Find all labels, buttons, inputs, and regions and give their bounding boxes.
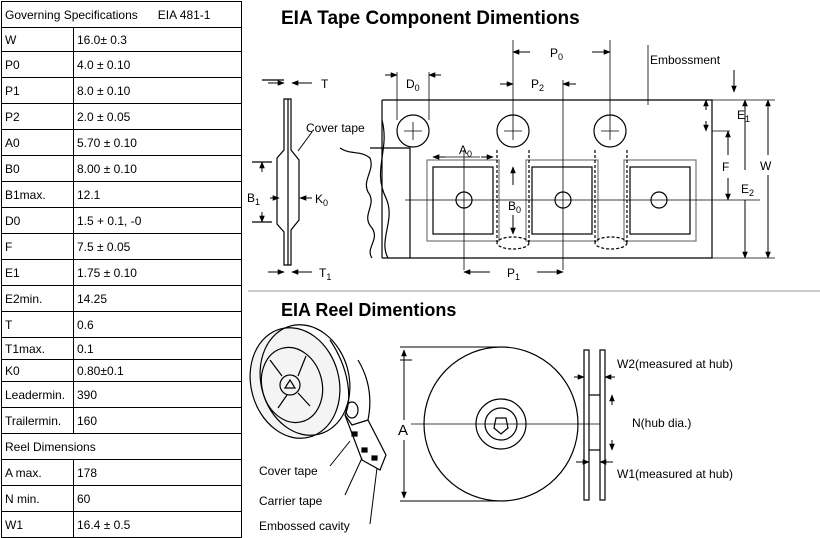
tape-centerlines (396, 40, 775, 270)
tape-T1-label: T1 (319, 266, 331, 282)
tape-diagram-title: EIA Tape Component Dimentions (281, 8, 580, 29)
reel-3d-illustration (249, 324, 387, 471)
param-name-cell: K0 (1, 359, 74, 382)
param-value-cell: 12.1 (73, 181, 242, 208)
param-name-cell: B1max. (1, 181, 74, 208)
table-row: Leadermin.390 (1, 381, 242, 408)
tape-W-label: W (760, 159, 772, 173)
param-name-cell: P0 (1, 51, 74, 78)
reel-front-view (411, 346, 600, 502)
tape-P0-label: P0 (550, 46, 563, 62)
param-value-cell: 8.00 ± 0.10 (73, 155, 242, 182)
param-name-cell: P1 (1, 77, 74, 104)
reel-w2-label: W2(measured at hub) (617, 357, 733, 371)
table-row: A max.178 (1, 459, 242, 486)
tape-cover-tape-label: Cover tape (306, 121, 365, 135)
reel-embossed-cavity-label: Embossed cavity (259, 519, 350, 533)
param-value-cell: 8.0 ± 0.10 (73, 77, 242, 104)
tape-P2-label: P2 (531, 77, 544, 93)
reel-cover-tape-label: Cover tape (259, 464, 318, 478)
reel-diagram-title: EIA Reel Dimentions (281, 300, 457, 320)
param-value-cell: 160 (73, 407, 242, 434)
tape-E2-label: E2 (741, 182, 754, 198)
governing-spec-label: Governing Specifications (5, 7, 138, 22)
reel-dimensions-heading: Reel Dimensions (1, 433, 242, 460)
reel-w1-label: W1(measured at hub) (617, 467, 733, 481)
tape-E1-label: E1 (737, 108, 750, 124)
tape-top-view (339, 99, 713, 259)
reel-A-label: A (398, 422, 408, 439)
param-value-cell: 1.5 + 0.1, -0 (73, 207, 242, 234)
tape-F-label: F (722, 160, 729, 174)
param-name-cell: A0 (1, 129, 74, 156)
param-value-cell: 16.0± 0.3 (73, 27, 242, 52)
param-name-cell: Trailermin. (1, 407, 74, 434)
param-name-cell: P2 (1, 103, 74, 130)
table-header-row: Governing Specifications EIA 481-1 (1, 1, 242, 28)
param-name-cell: Leadermin. (1, 381, 74, 408)
governing-spec-standard: EIA 481-1 (157, 7, 211, 22)
reel-carrier-tape-label: Carrier tape (259, 494, 323, 508)
param-name-cell: E1 (1, 259, 74, 286)
table-row: E2min.14.25 (1, 285, 242, 312)
param-name-cell: N min. (1, 485, 74, 512)
tape-K0-label: K0 (315, 192, 328, 208)
table-header-cell: Governing Specifications EIA 481-1 (1, 1, 242, 28)
tape-A0-label: A0 (459, 143, 472, 159)
param-name-cell: W1 (1, 511, 74, 538)
param-name-cell: B0 (1, 155, 74, 182)
param-value-cell: 7.5 ± 0.05 (73, 233, 242, 260)
param-value-cell: 2.0 ± 0.05 (73, 103, 242, 130)
tape-side-view (252, 79, 300, 266)
tape-T-label: T (321, 77, 329, 91)
reel-side-view (583, 349, 606, 501)
tape-D0-label: D0 (406, 77, 420, 93)
tape-P1-label: P1 (507, 266, 520, 282)
tape-embossment-label: Embossment (650, 53, 721, 67)
table-row: Trailermin.160 (1, 407, 242, 434)
param-name-cell: D0 (1, 207, 74, 234)
table-row: B1max.12.1 (1, 181, 242, 208)
tape-B0-label: B0 (508, 199, 521, 215)
tape-B1-label: B1 (247, 191, 260, 207)
param-value-cell: 1.75 ± 0.10 (73, 259, 242, 286)
param-value-cell: 178 (73, 459, 242, 486)
section-row: Reel Dimensions (1, 433, 242, 460)
reel-hub-label: N(hub dia.) (632, 416, 691, 430)
table-row: N min.60 (1, 485, 242, 512)
param-value-cell: 4.0 ± 0.10 (73, 51, 242, 78)
